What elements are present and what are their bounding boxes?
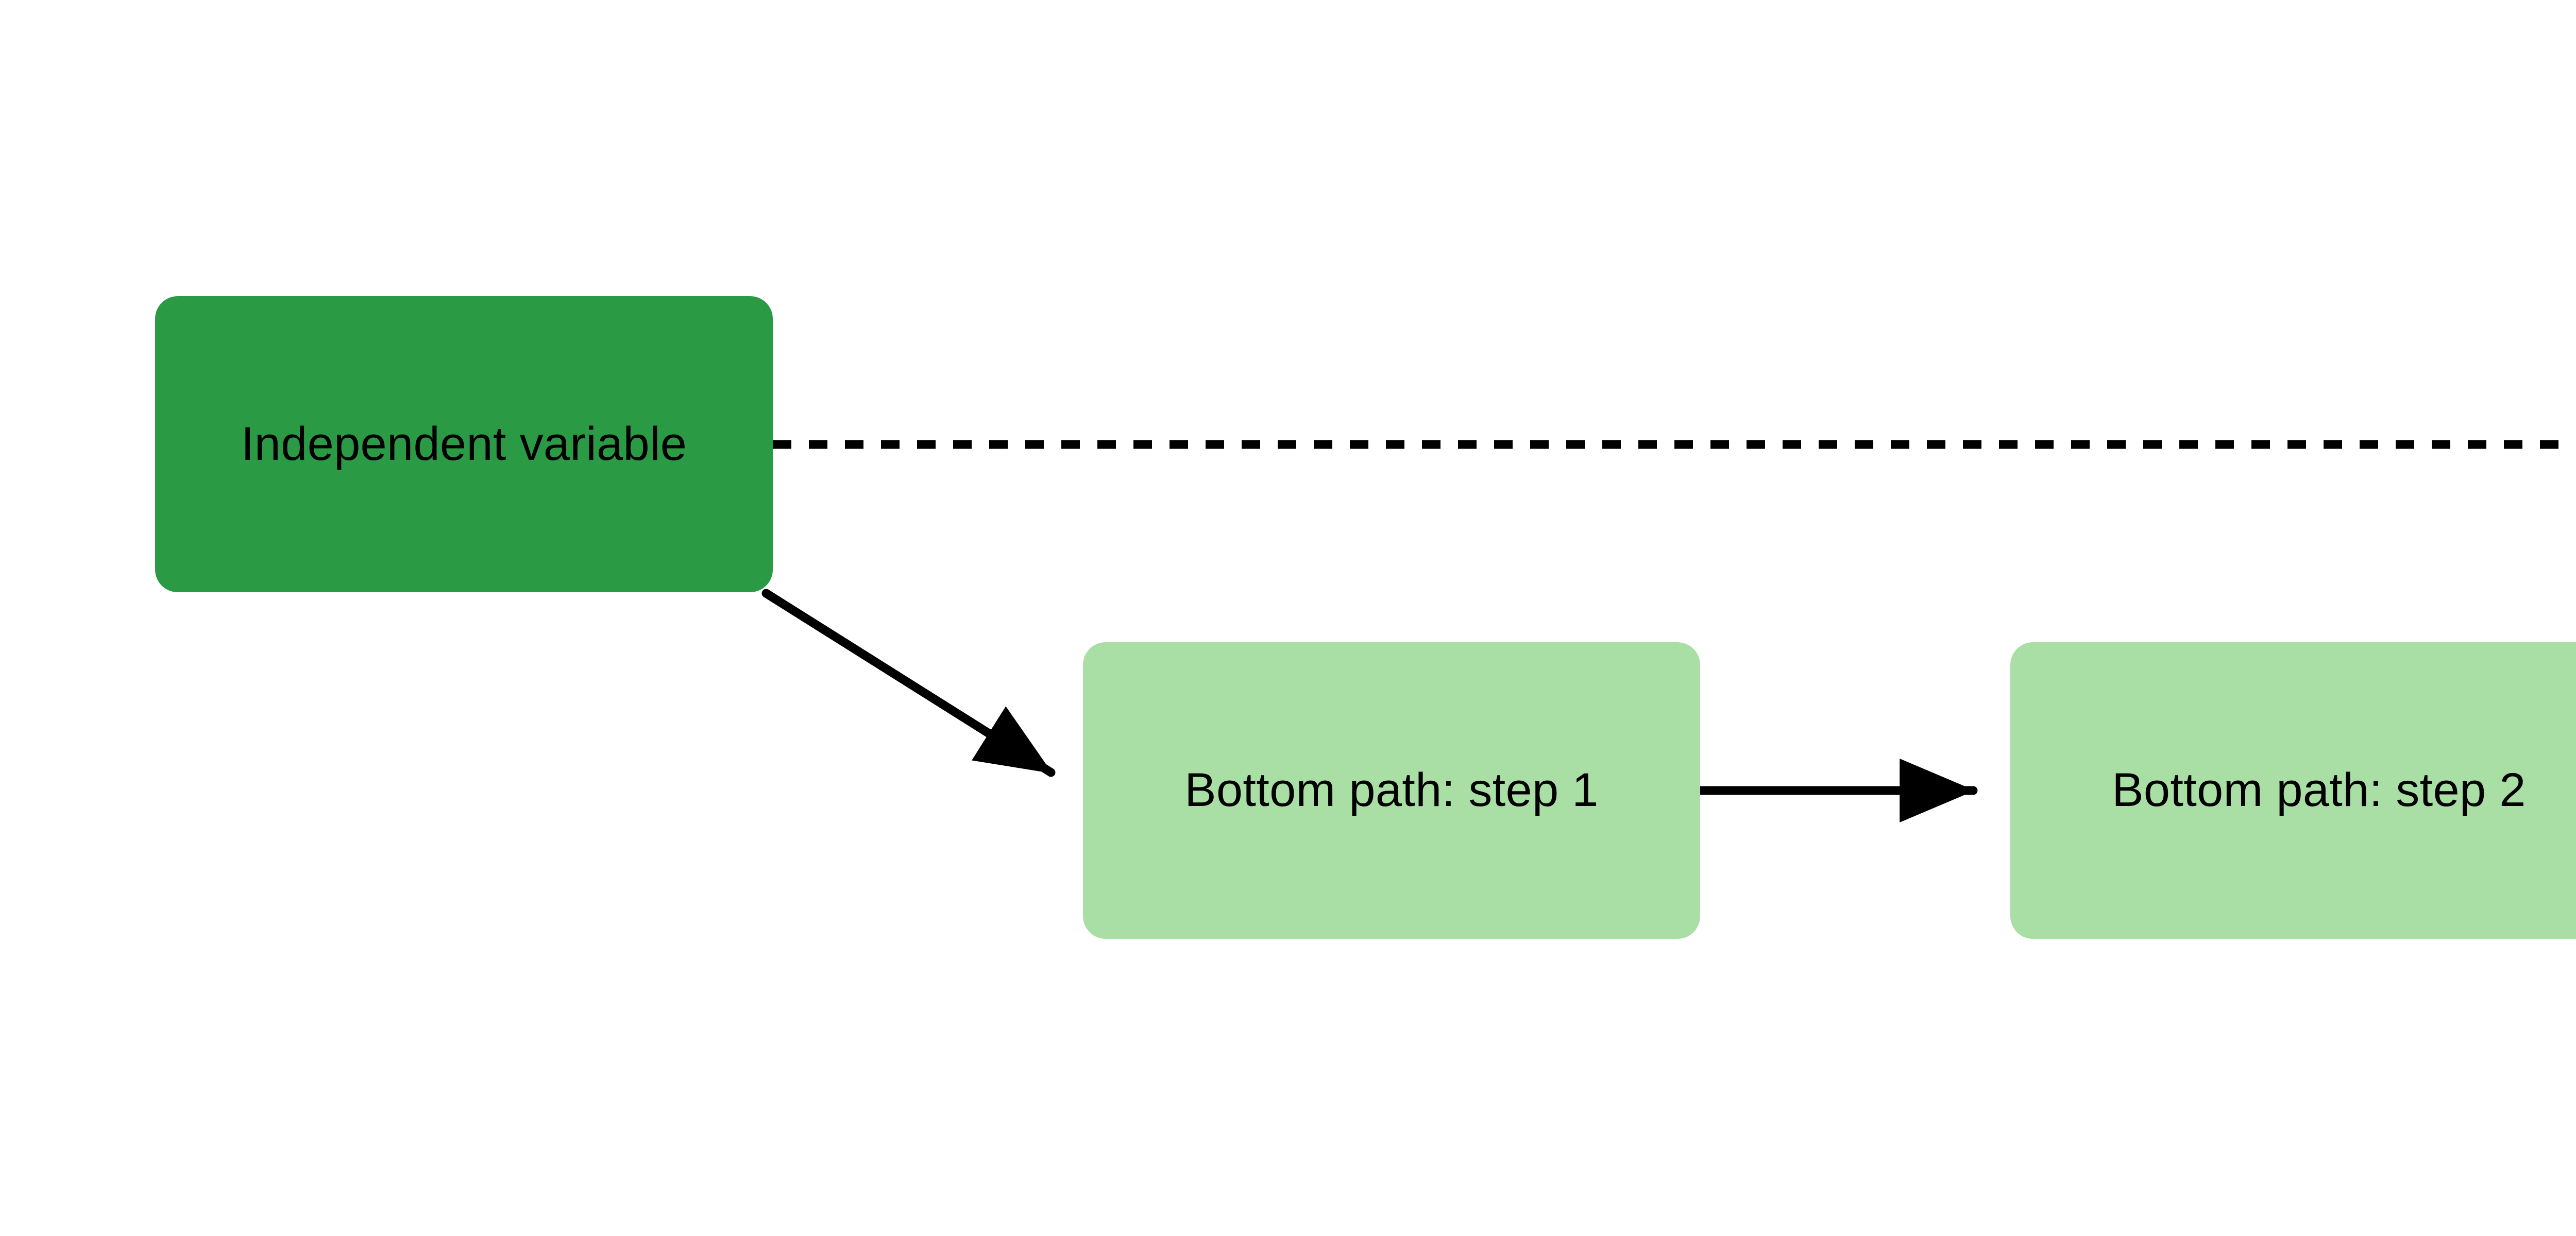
node-bottom-path-step-1-label: Bottom path: step 1 (1184, 764, 1599, 817)
node-bottom-path-step-2-label: Bottom path: step 2 (2112, 764, 2526, 817)
node-independent-variable[interactable]: Independent variable (155, 296, 773, 592)
edge-independent-to-step1 (761, 589, 1056, 777)
node-bottom-path-step-1[interactable]: Bottom path: step 1 (1083, 642, 1700, 939)
node-bottom-path-step-2[interactable]: Bottom path: step 2 (2010, 642, 2576, 939)
node-independent-variable-label: Independent variable (241, 417, 687, 470)
